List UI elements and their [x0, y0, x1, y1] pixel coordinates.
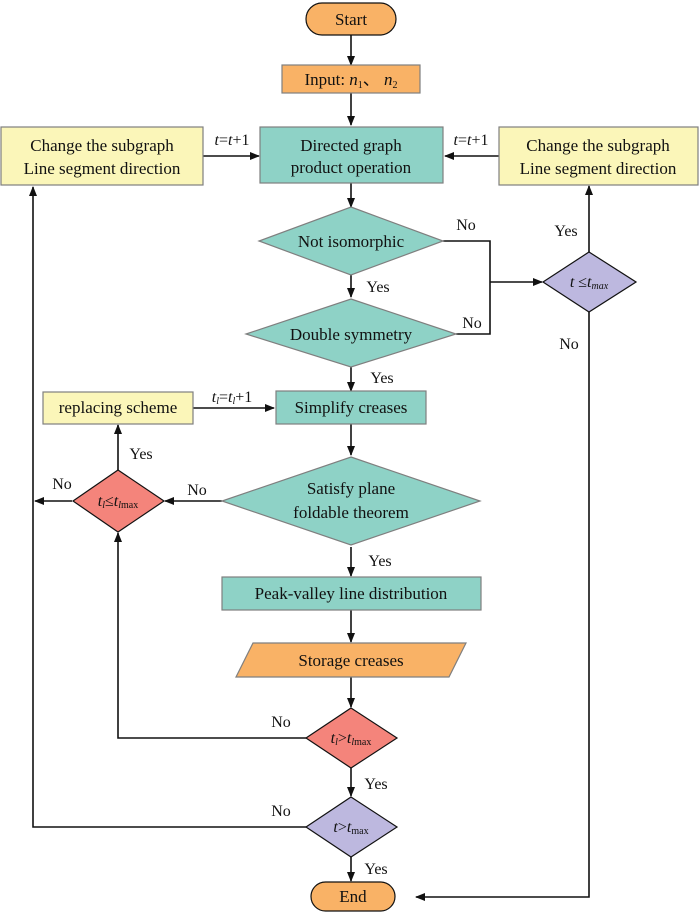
change-right-line2: Line segment direction — [520, 159, 677, 178]
tl-gt-no-label: No — [271, 714, 291, 731]
start-label: Start — [335, 10, 367, 29]
start-node: Start — [305, 2, 397, 36]
double-no-label: No — [462, 315, 482, 332]
storage-label: Storage creases — [298, 651, 403, 670]
tl-gt-tlmax-decision: tl>tlmax — [304, 707, 399, 769]
tl-le-tlmax-label: tl≤tlmax — [98, 493, 138, 511]
not-isomorphic-decision: Not isomorphic — [257, 206, 445, 276]
tl-le-yes-label: Yes — [129, 446, 152, 463]
change-left-line2: Line segment direction — [24, 159, 181, 178]
storage-creases-node: Storage creases — [235, 642, 467, 678]
edge-tle-no — [415, 312, 590, 901]
inc-right-label: t=t+1 — [454, 132, 489, 149]
change-subgraph-left-node: Change the subgraph Line segment directi… — [0, 126, 204, 186]
peak-valley-label: Peak-valley line distribution — [255, 584, 448, 603]
tl-le-no-label: No — [52, 476, 72, 493]
inc-l-label: tl=tl+1 — [212, 389, 253, 407]
double-symmetry-label: Double symmetry — [290, 325, 413, 344]
replacing-scheme-node: replacing scheme — [42, 391, 194, 425]
end-node: End — [310, 881, 396, 912]
t-gt-yes-label: Yes — [364, 861, 387, 878]
directed-graph-node: Directed graph product operation — [259, 126, 444, 184]
not-isomorphic-label: Not isomorphic — [298, 232, 405, 251]
t-le-no-label: No — [559, 336, 579, 353]
not-iso-no-label: No — [456, 217, 476, 234]
change-left-line1: Change the subgraph — [30, 136, 174, 155]
satisfy-yes-label: Yes — [368, 553, 391, 570]
tl-gt-yes-label: Yes — [364, 776, 387, 793]
edge-notiso-no — [443, 240, 491, 335]
replacing-label: replacing scheme — [59, 398, 177, 417]
directed-line2: product operation — [291, 158, 412, 177]
peak-valley-node: Peak-valley line distribution — [221, 576, 482, 611]
t-gt-tmax-decision: t>tmax — [304, 796, 399, 858]
tl-le-tlmax-decision: tl≤tlmax — [71, 469, 166, 533]
t-gt-no-label: No — [271, 803, 291, 820]
satisfy-line2: foldable theorem — [293, 503, 409, 522]
change-right-line1: Change the subgraph — [526, 136, 670, 155]
simplify-creases-node: Simplify creases — [275, 390, 427, 425]
satisfy-theorem-decision: Satisfy plane foldable theorem — [220, 456, 482, 546]
t-le-yes-label: Yes — [554, 223, 577, 240]
end-label: End — [339, 887, 367, 906]
satisfy-line1: Satisfy plane — [307, 479, 395, 498]
connectors — [29, 35, 593, 901]
double-symmetry-decision: Double symmetry — [244, 298, 458, 368]
edge-tgt-no — [29, 186, 306, 828]
inc-left-label: t=t+1 — [215, 132, 250, 149]
not-iso-yes-label: Yes — [366, 279, 389, 296]
t-le-tmax-decision: t ≤tmax — [541, 251, 638, 313]
t-le-tmax-label: t ≤tmax — [570, 274, 609, 292]
directed-line1: Directed graph — [300, 136, 402, 155]
satisfy-no-label: No — [187, 482, 207, 499]
input-label: Input: n1、 n2 — [304, 70, 397, 91]
change-subgraph-right-node: Change the subgraph Line segment directi… — [498, 126, 699, 186]
t-gt-tmax-label: t>tmax — [333, 819, 368, 837]
input-node: Input: n1、 n2 — [281, 64, 421, 94]
tl-gt-tlmax-label: tl>tlmax — [331, 730, 372, 748]
edge-tlgt-no — [114, 532, 306, 739]
simplify-label: Simplify creases — [295, 398, 408, 417]
double-yes-label: Yes — [370, 370, 393, 387]
